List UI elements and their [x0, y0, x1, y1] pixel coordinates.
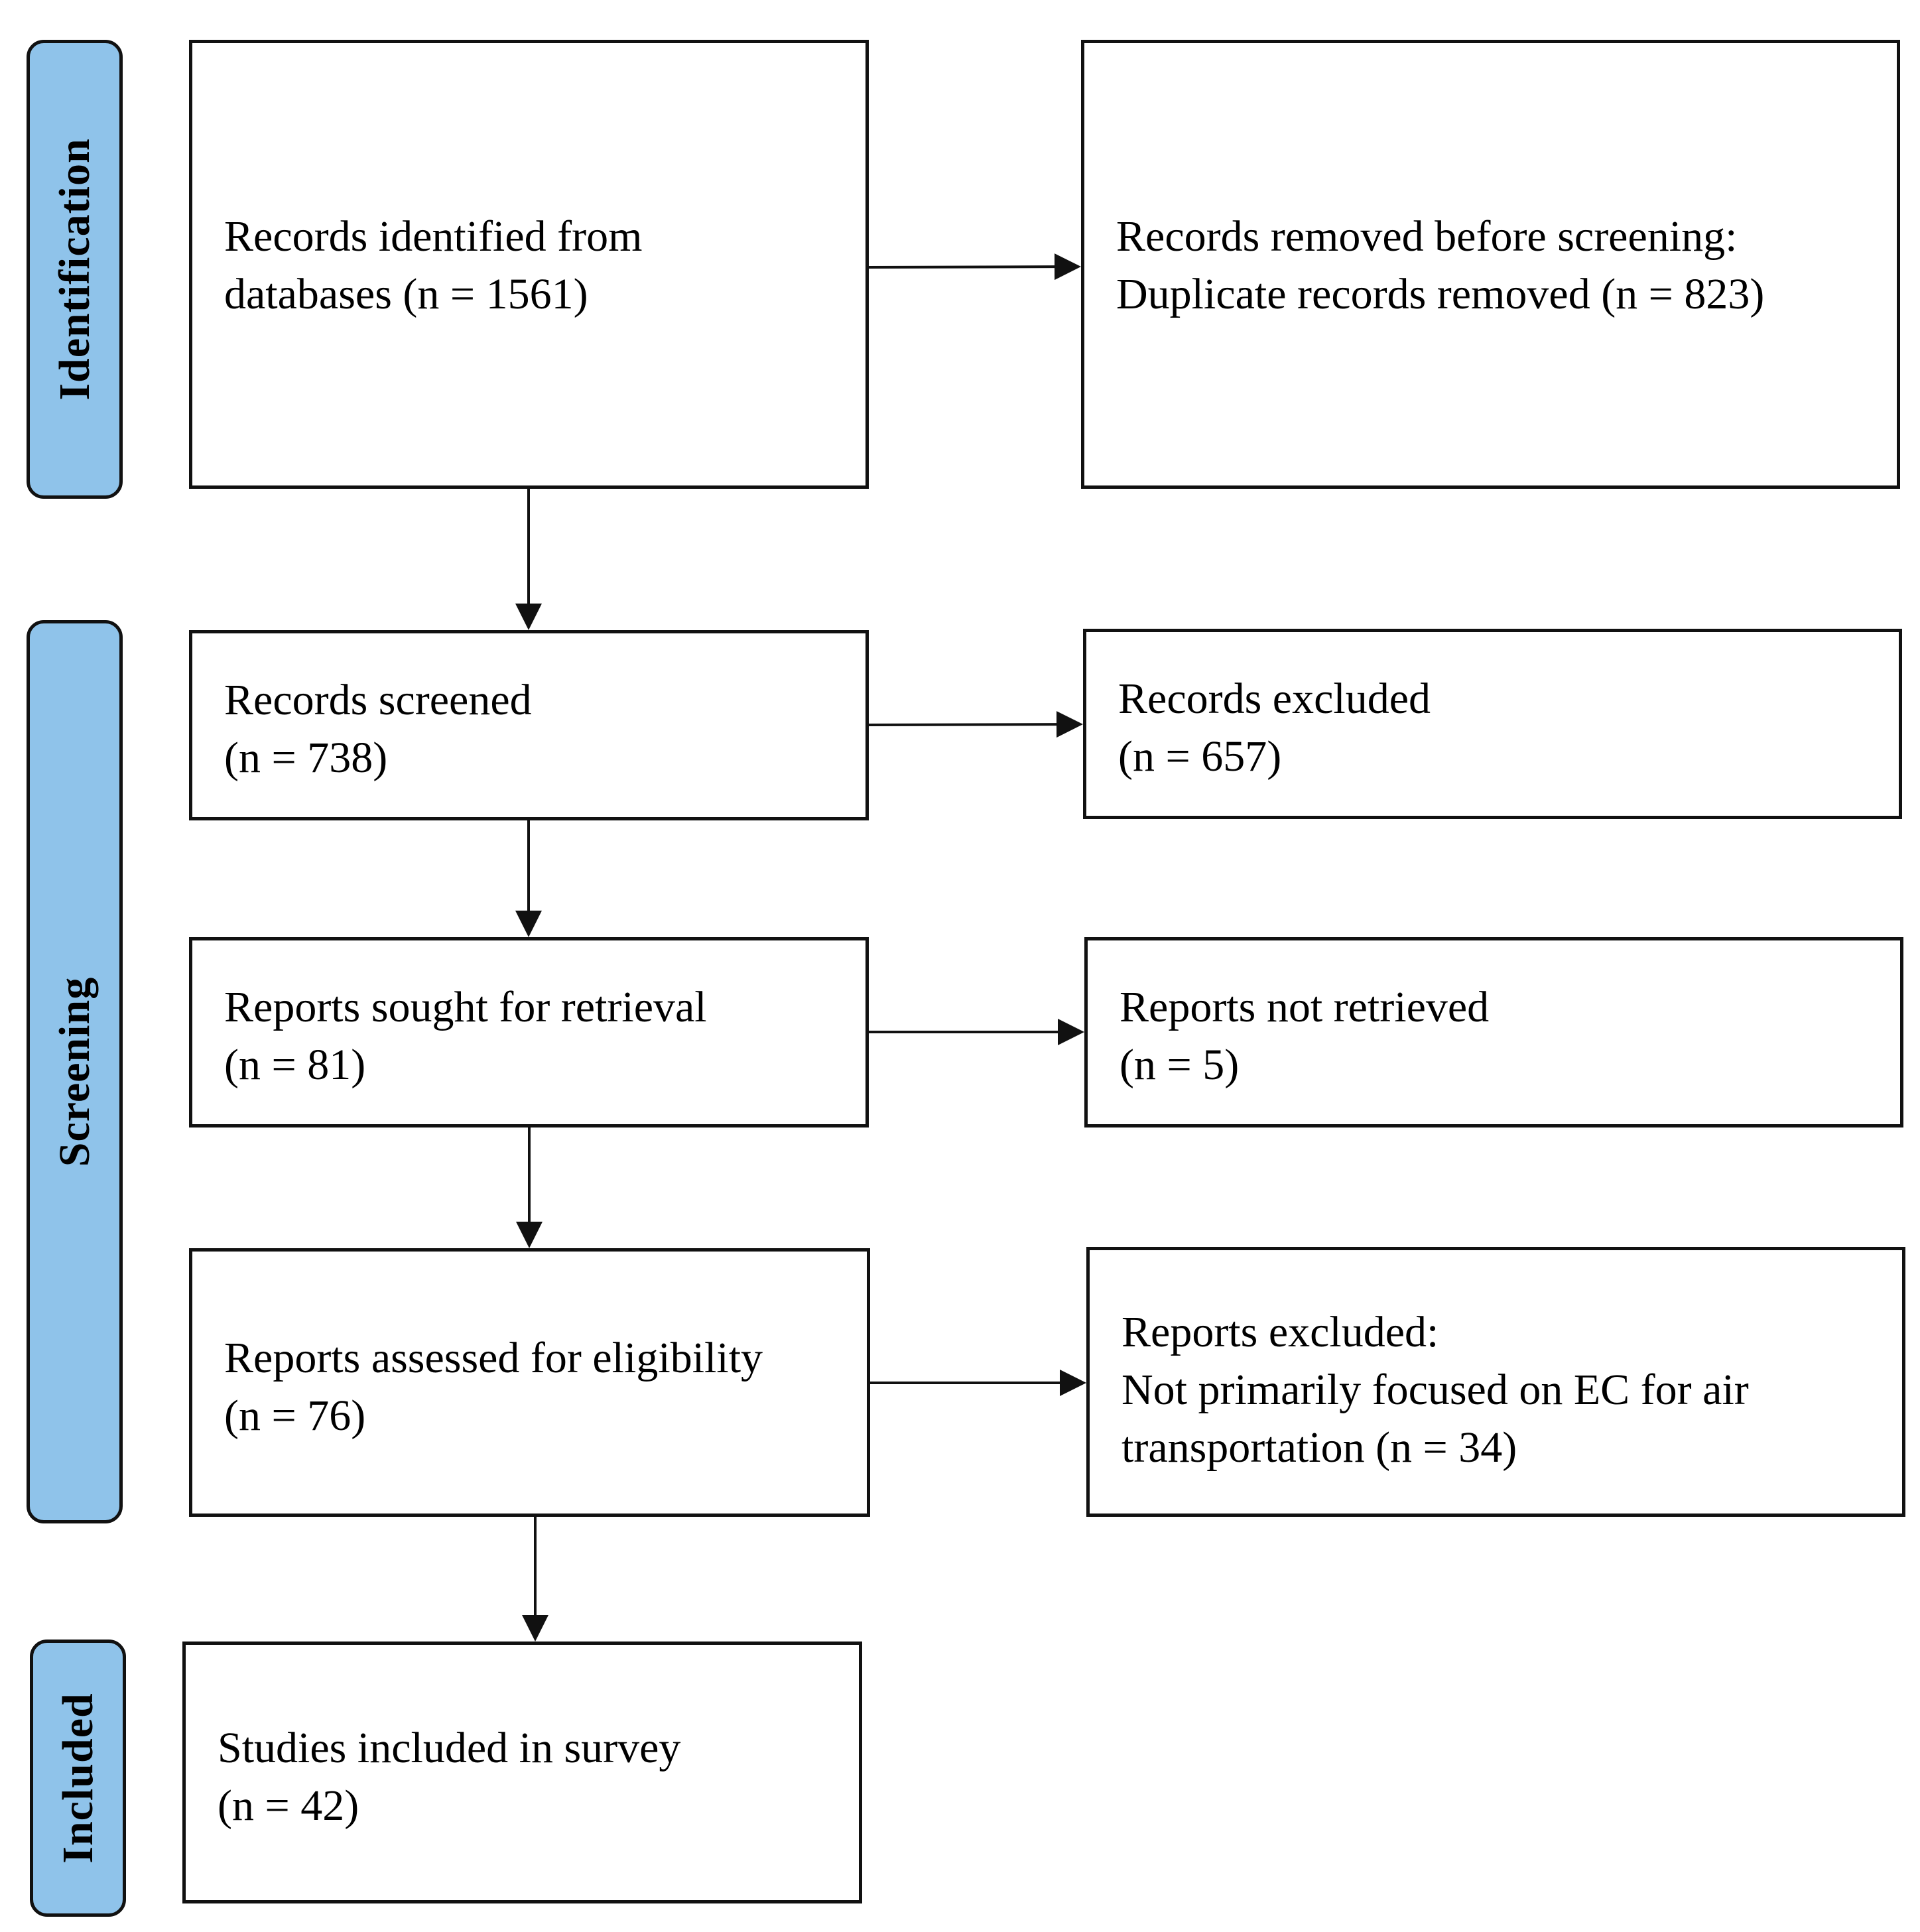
reports-excluded-line1: Reports excluded:	[1121, 1308, 1439, 1356]
phase-included: Included	[30, 1640, 126, 1917]
records-screened-line2: (n = 738)	[224, 734, 388, 782]
reports-excluded-line3: transportation (n = 34)	[1121, 1423, 1517, 1472]
box-reports-not-retrieved: Reports not retrieved (n = 5)	[1084, 937, 1903, 1127]
records-removed-line1: Records removed before screening:	[1116, 212, 1738, 261]
records-excluded-line1: Records excluded	[1118, 675, 1431, 723]
box-reports-excluded: Reports excluded: Not primarily focused …	[1086, 1247, 1905, 1517]
box-records-removed: Records removed before screening: Duplic…	[1081, 40, 1900, 489]
reports-not-retrieved-line2: (n = 5)	[1120, 1041, 1240, 1089]
box-records-screened: Records screened (n = 738)	[189, 630, 869, 820]
reports-sought-line1: Reports sought for retrieval	[224, 983, 707, 1031]
records-removed-line2: Duplicate records removed (n = 823)	[1116, 270, 1765, 318]
studies-included-line1: Studies included in survey	[218, 1724, 681, 1772]
box-studies-included: Studies included in survey (n = 42)	[182, 1642, 862, 1903]
arrow-screened-to-excluded	[868, 711, 1083, 738]
box-reports-sought: Reports sought for retrieval (n = 81)	[189, 937, 869, 1127]
phase-included-label: Included	[53, 1693, 102, 1864]
phase-identification: Identification	[27, 40, 123, 499]
box-records-excluded: Records excluded (n = 657)	[1083, 629, 1902, 819]
reports-not-retrieved-line1: Reports not retrieved	[1120, 983, 1490, 1031]
phase-screening: Screening	[27, 620, 123, 1523]
reports-excluded-line2: Not primarily focused on EC for air	[1121, 1366, 1749, 1414]
records-identified-line2: databases (n = 1561)	[224, 270, 588, 318]
records-screened-line1: Records screened	[224, 676, 532, 724]
records-excluded-line2: (n = 657)	[1118, 732, 1282, 781]
box-reports-assessed: Reports assessed for eligibility (n = 76…	[189, 1248, 870, 1517]
reports-assessed-line2: (n = 76)	[224, 1391, 366, 1440]
phase-identification-label: Identification	[50, 138, 99, 401]
phase-screening-label: Screening	[50, 976, 99, 1167]
studies-included-line2: (n = 42)	[218, 1781, 359, 1830]
reports-assessed-line1: Reports assessed for eligibility	[224, 1334, 763, 1382]
records-identified-line1: Records identified from	[224, 212, 643, 261]
box-records-identified: Records identified from databases (n = 1…	[189, 40, 869, 489]
reports-sought-line2: (n = 81)	[224, 1041, 366, 1089]
